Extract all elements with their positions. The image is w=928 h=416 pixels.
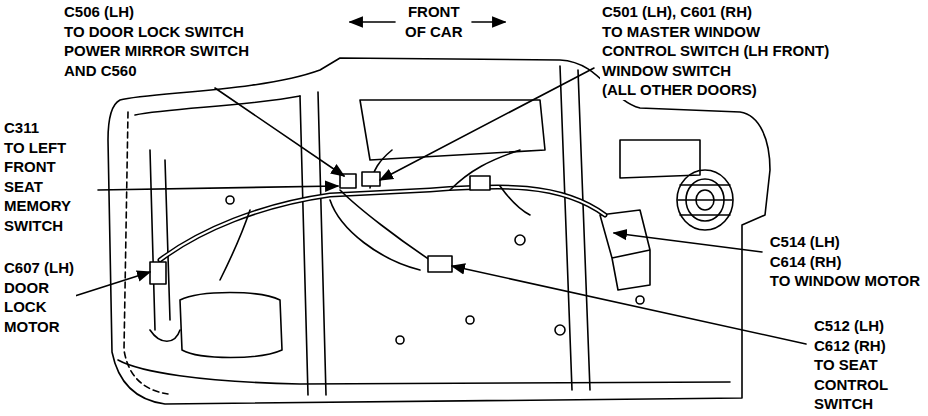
panel-opening <box>180 293 282 358</box>
callout-label: C311 TO LEFT FRONT SEAT MEMORY SWITCH <box>2 118 73 235</box>
connector <box>470 176 490 190</box>
callout-label: C607 (LH) DOOR LOCK MOTOR <box>2 258 76 336</box>
connector <box>150 262 166 284</box>
door-flange <box>118 96 730 384</box>
callout-label: C501 (LH), C601 (RH) TO MASTER WINDOW CO… <box>600 2 831 100</box>
window-channel <box>300 66 590 395</box>
wire <box>220 150 520 280</box>
callout-label: C512 (LH) C612 (RH) TO SEAT CONTROL SWIT… <box>812 316 890 414</box>
panel-hole <box>466 316 474 324</box>
panel-hole <box>515 235 525 245</box>
speaker <box>677 170 733 230</box>
panel-hole <box>636 296 644 304</box>
wire-harness <box>160 187 605 260</box>
connector <box>428 256 452 272</box>
panel-hole <box>396 336 404 344</box>
leader-line <box>614 233 762 252</box>
leader-line <box>215 88 344 176</box>
direction-label: FRONT OF CAR <box>403 2 465 41</box>
wire-harness <box>160 187 605 260</box>
direction-arrow <box>472 21 505 23</box>
lock-rod <box>150 150 180 341</box>
door-edge-dashed <box>124 112 168 394</box>
panel-hole <box>555 325 565 335</box>
leader-line <box>452 266 806 344</box>
connector <box>362 172 380 186</box>
connector <box>340 174 356 188</box>
window-motor <box>600 210 650 290</box>
speaker-ridges <box>678 185 732 215</box>
callout-label: C514 (LH) C614 (RH) TO WINDOW MOTOR <box>768 232 922 291</box>
panel-opening <box>620 140 700 178</box>
callout-label: C506 (LH) TO DOOR LOCK SWITCH POWER MIRR… <box>62 2 251 80</box>
door-outline <box>108 58 770 404</box>
direction-arrow <box>350 21 395 23</box>
panel-hole <box>226 196 234 204</box>
leader-line <box>380 68 594 180</box>
leader-line <box>98 186 338 190</box>
